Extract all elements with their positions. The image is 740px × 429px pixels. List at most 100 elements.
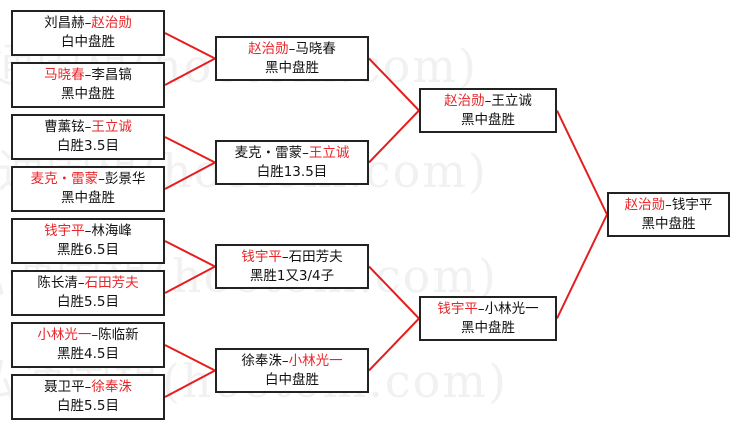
- bracket-connector: [164, 265, 216, 294]
- match-result: 黑中盘胜: [61, 86, 115, 102]
- winner-name: 钱宇平: [44, 223, 85, 239]
- bracket-connector: [368, 317, 420, 372]
- separator: –: [98, 171, 105, 187]
- match-players: 钱宇平–石田芳夫: [217, 248, 367, 267]
- round-2-match-box: 徐奉洙–小林光一白中盘胜: [215, 348, 369, 393]
- winner-name: 王立诚: [308, 145, 350, 161]
- match-result: 黑中盘胜: [461, 320, 515, 336]
- loser-name: 刘昌赫: [44, 15, 85, 31]
- bracket-connector: [164, 32, 216, 60]
- match-players: 马晓春–李昌镐: [13, 66, 163, 85]
- winner-name: 赵治勋: [91, 15, 132, 31]
- bracket-connector: [164, 344, 216, 372]
- separator: –: [281, 249, 289, 265]
- round-1-match-box: 刘昌赫–赵治勋白中盘胜: [11, 10, 165, 56]
- match-players: 钱宇平–林海峰: [13, 222, 163, 241]
- final-match-box: 赵治勋–钱宇平黑中盘胜: [607, 192, 730, 237]
- separator: –: [84, 379, 92, 395]
- match-players: 聂卫平–徐奉洙: [13, 378, 163, 397]
- match-result: 白中盘胜: [265, 372, 319, 388]
- winner-name: 小林光一: [288, 353, 343, 369]
- winner-name: 赵治勋: [248, 41, 289, 57]
- round-1-match-box: 小林光一–陈临新黑胜4.5目: [11, 322, 165, 368]
- loser-name: 曹薰铉: [44, 119, 85, 135]
- winner-name: 马晓春: [44, 67, 85, 83]
- round-1-match-box: 曹薰铉–王立诚白胜3.5目: [11, 114, 165, 160]
- winner-name: 小林光一: [37, 327, 92, 343]
- winner-name: 王立诚: [91, 119, 132, 135]
- round-2-match-box: 麦克・雷蒙–王立诚白胜13.5目: [215, 140, 369, 185]
- winner-name: 赵治勋: [444, 93, 485, 109]
- round-1-match-box: 钱宇平–林海峰黑胜6.5目: [11, 218, 165, 264]
- match-result: 黑中盘胜: [61, 190, 115, 206]
- separator: –: [665, 197, 672, 213]
- match-result: 黑中盘胜: [461, 112, 515, 128]
- match-result: 黑中盘胜: [641, 216, 696, 232]
- winner-name: 赵治勋: [624, 197, 666, 213]
- match-players: 赵治勋–钱宇平: [609, 196, 728, 215]
- bracket-connector: [368, 57, 420, 112]
- winner-name: 石田芳夫: [84, 275, 139, 291]
- match-result: 黑胜1又3/4子: [249, 268, 335, 284]
- match-players: 赵治勋–马晓春: [217, 40, 367, 59]
- round-2-match-box: 赵治勋–马晓春黑中盘胜: [215, 36, 369, 81]
- separator: –: [484, 93, 492, 109]
- match-players: 麦克・雷蒙–彭景华: [13, 170, 163, 189]
- bracket-connector: [556, 110, 608, 215]
- loser-name: 石田芳夫: [288, 249, 343, 265]
- match-players: 麦克・雷蒙–王立诚: [217, 144, 367, 163]
- winner-name: 钱宇平: [241, 249, 282, 265]
- round-1-match-box: 麦克・雷蒙–彭景华黑中盘胜: [11, 166, 165, 212]
- match-result: 白胜3.5目: [57, 138, 119, 154]
- match-result: 白胜13.5目: [256, 164, 328, 180]
- bracket-connector: [164, 240, 216, 268]
- match-players: 钱宇平–小林光一: [421, 300, 555, 319]
- match-result: 黑中盘胜: [265, 60, 319, 76]
- round-2-match-box: 钱宇平–石田芳夫黑胜1又3/4子: [215, 244, 369, 289]
- loser-name: 陈长清: [37, 275, 78, 291]
- winner-name: 钱宇平: [437, 301, 478, 317]
- match-players: 曹薰铉–王立诚: [13, 118, 163, 137]
- match-players: 刘昌赫–赵治勋: [13, 14, 163, 33]
- match-result: 白胜5.5目: [57, 398, 119, 414]
- match-result: 白中盘胜: [61, 34, 115, 50]
- bracket-connector: [368, 265, 420, 320]
- separator: –: [84, 119, 92, 135]
- semifinal-match-box: 赵治勋–王立诚黑中盘胜: [419, 88, 557, 133]
- match-players: 赵治勋–王立诚: [421, 92, 555, 111]
- match-players: 陈长清–石田芳夫: [13, 274, 163, 293]
- loser-name: 聂卫平: [44, 379, 85, 395]
- bracket-connector: [164, 161, 216, 190]
- separator: –: [84, 223, 92, 239]
- match-result: 黑胜4.5目: [57, 346, 119, 362]
- loser-name: 小林光一: [484, 301, 539, 317]
- loser-name: 徐奉洙: [241, 353, 282, 369]
- loser-name: 林海峰: [91, 223, 132, 239]
- round-1-match-box: 马晓春–李昌镐黑中盘胜: [11, 62, 165, 108]
- loser-name: 彭景华: [104, 171, 146, 187]
- match-result: 黑胜6.5目: [57, 242, 119, 258]
- bracket-connector: [164, 136, 216, 164]
- match-players: 徐奉洙–小林光一: [217, 352, 367, 371]
- semifinal-match-box: 钱宇平–小林光一黑中盘胜: [419, 296, 557, 341]
- match-players: 小林光一–陈临新: [13, 326, 163, 345]
- separator: –: [281, 353, 289, 369]
- winner-name: 徐奉洙: [91, 379, 132, 395]
- bracket-connector: [164, 57, 216, 86]
- loser-name: 李昌镐: [91, 67, 132, 83]
- round-1-match-box: 聂卫平–徐奉洙白胜5.5目: [11, 374, 165, 420]
- separator: –: [77, 275, 85, 291]
- round-1-match-box: 陈长清–石田芳夫白胜5.5目: [11, 270, 165, 316]
- separator: –: [84, 15, 92, 31]
- bracket-connector: [556, 214, 608, 319]
- match-result: 白胜5.5目: [57, 294, 119, 310]
- bracket-connector: [368, 109, 420, 164]
- loser-name: 马晓春: [295, 41, 336, 57]
- loser-name: 麦克・雷蒙: [234, 145, 303, 161]
- separator: –: [288, 41, 296, 57]
- separator: –: [91, 327, 99, 343]
- bracket-connector: [164, 369, 216, 398]
- separator: –: [477, 301, 485, 317]
- loser-name: 陈临新: [98, 327, 139, 343]
